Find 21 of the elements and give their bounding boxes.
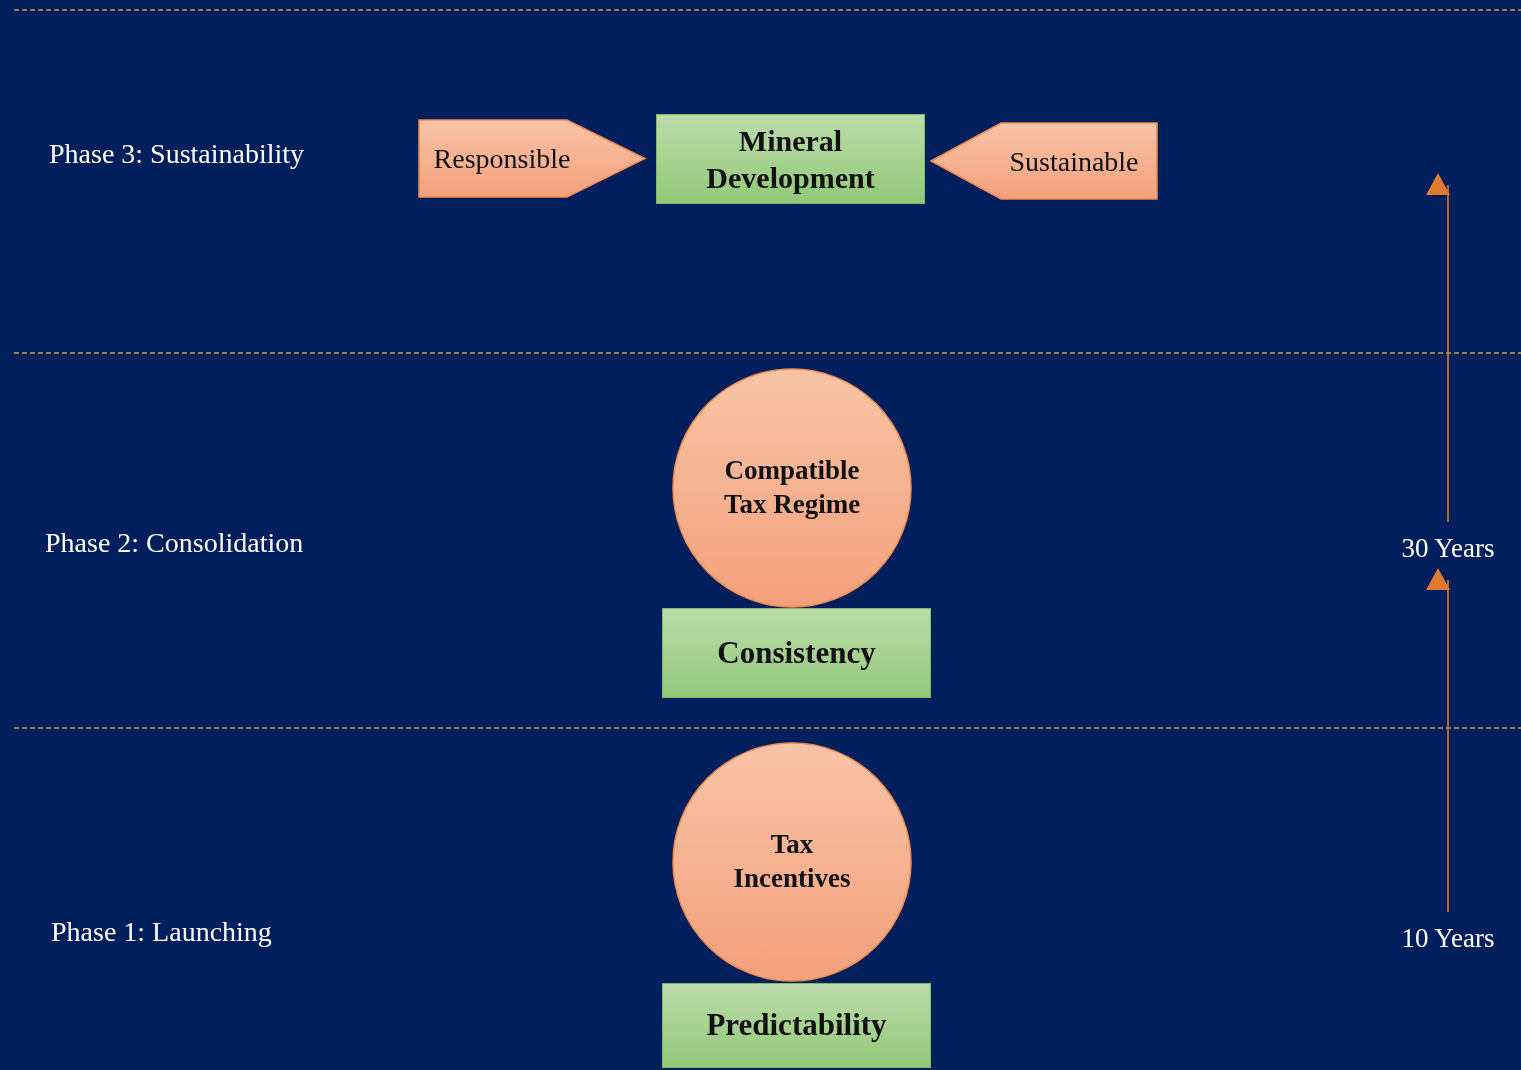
process-box — [656, 114, 925, 204]
arrow — [1426, 568, 1450, 913]
arrow-shaped-box — [419, 120, 645, 197]
phase-label: Phase 2: Consolidation — [45, 527, 304, 559]
process-box — [662, 983, 931, 1068]
phase-label: Phase 1: Launching — [51, 916, 272, 948]
node-label: Mineral Development — [705, 122, 876, 196]
arrow-shaped-box — [931, 123, 1157, 199]
node-label: Predictability — [706, 1006, 887, 1045]
node-label: Responsible — [433, 142, 571, 176]
process-box — [662, 608, 931, 698]
duration-label: 10 Years — [1401, 922, 1495, 956]
arrow — [1426, 173, 1450, 523]
node-label: Sustainable — [1009, 144, 1139, 179]
node-label: Compatible Tax Regime — [722, 454, 862, 521]
circle-node — [672, 368, 912, 608]
node-label: Consistency — [717, 633, 876, 672]
node-label: Tax Incentives — [732, 828, 852, 895]
circle-node — [672, 742, 912, 982]
duration-label: 30 Years — [1401, 532, 1495, 566]
phase-label: Phase 3: Sustainability — [49, 138, 305, 170]
